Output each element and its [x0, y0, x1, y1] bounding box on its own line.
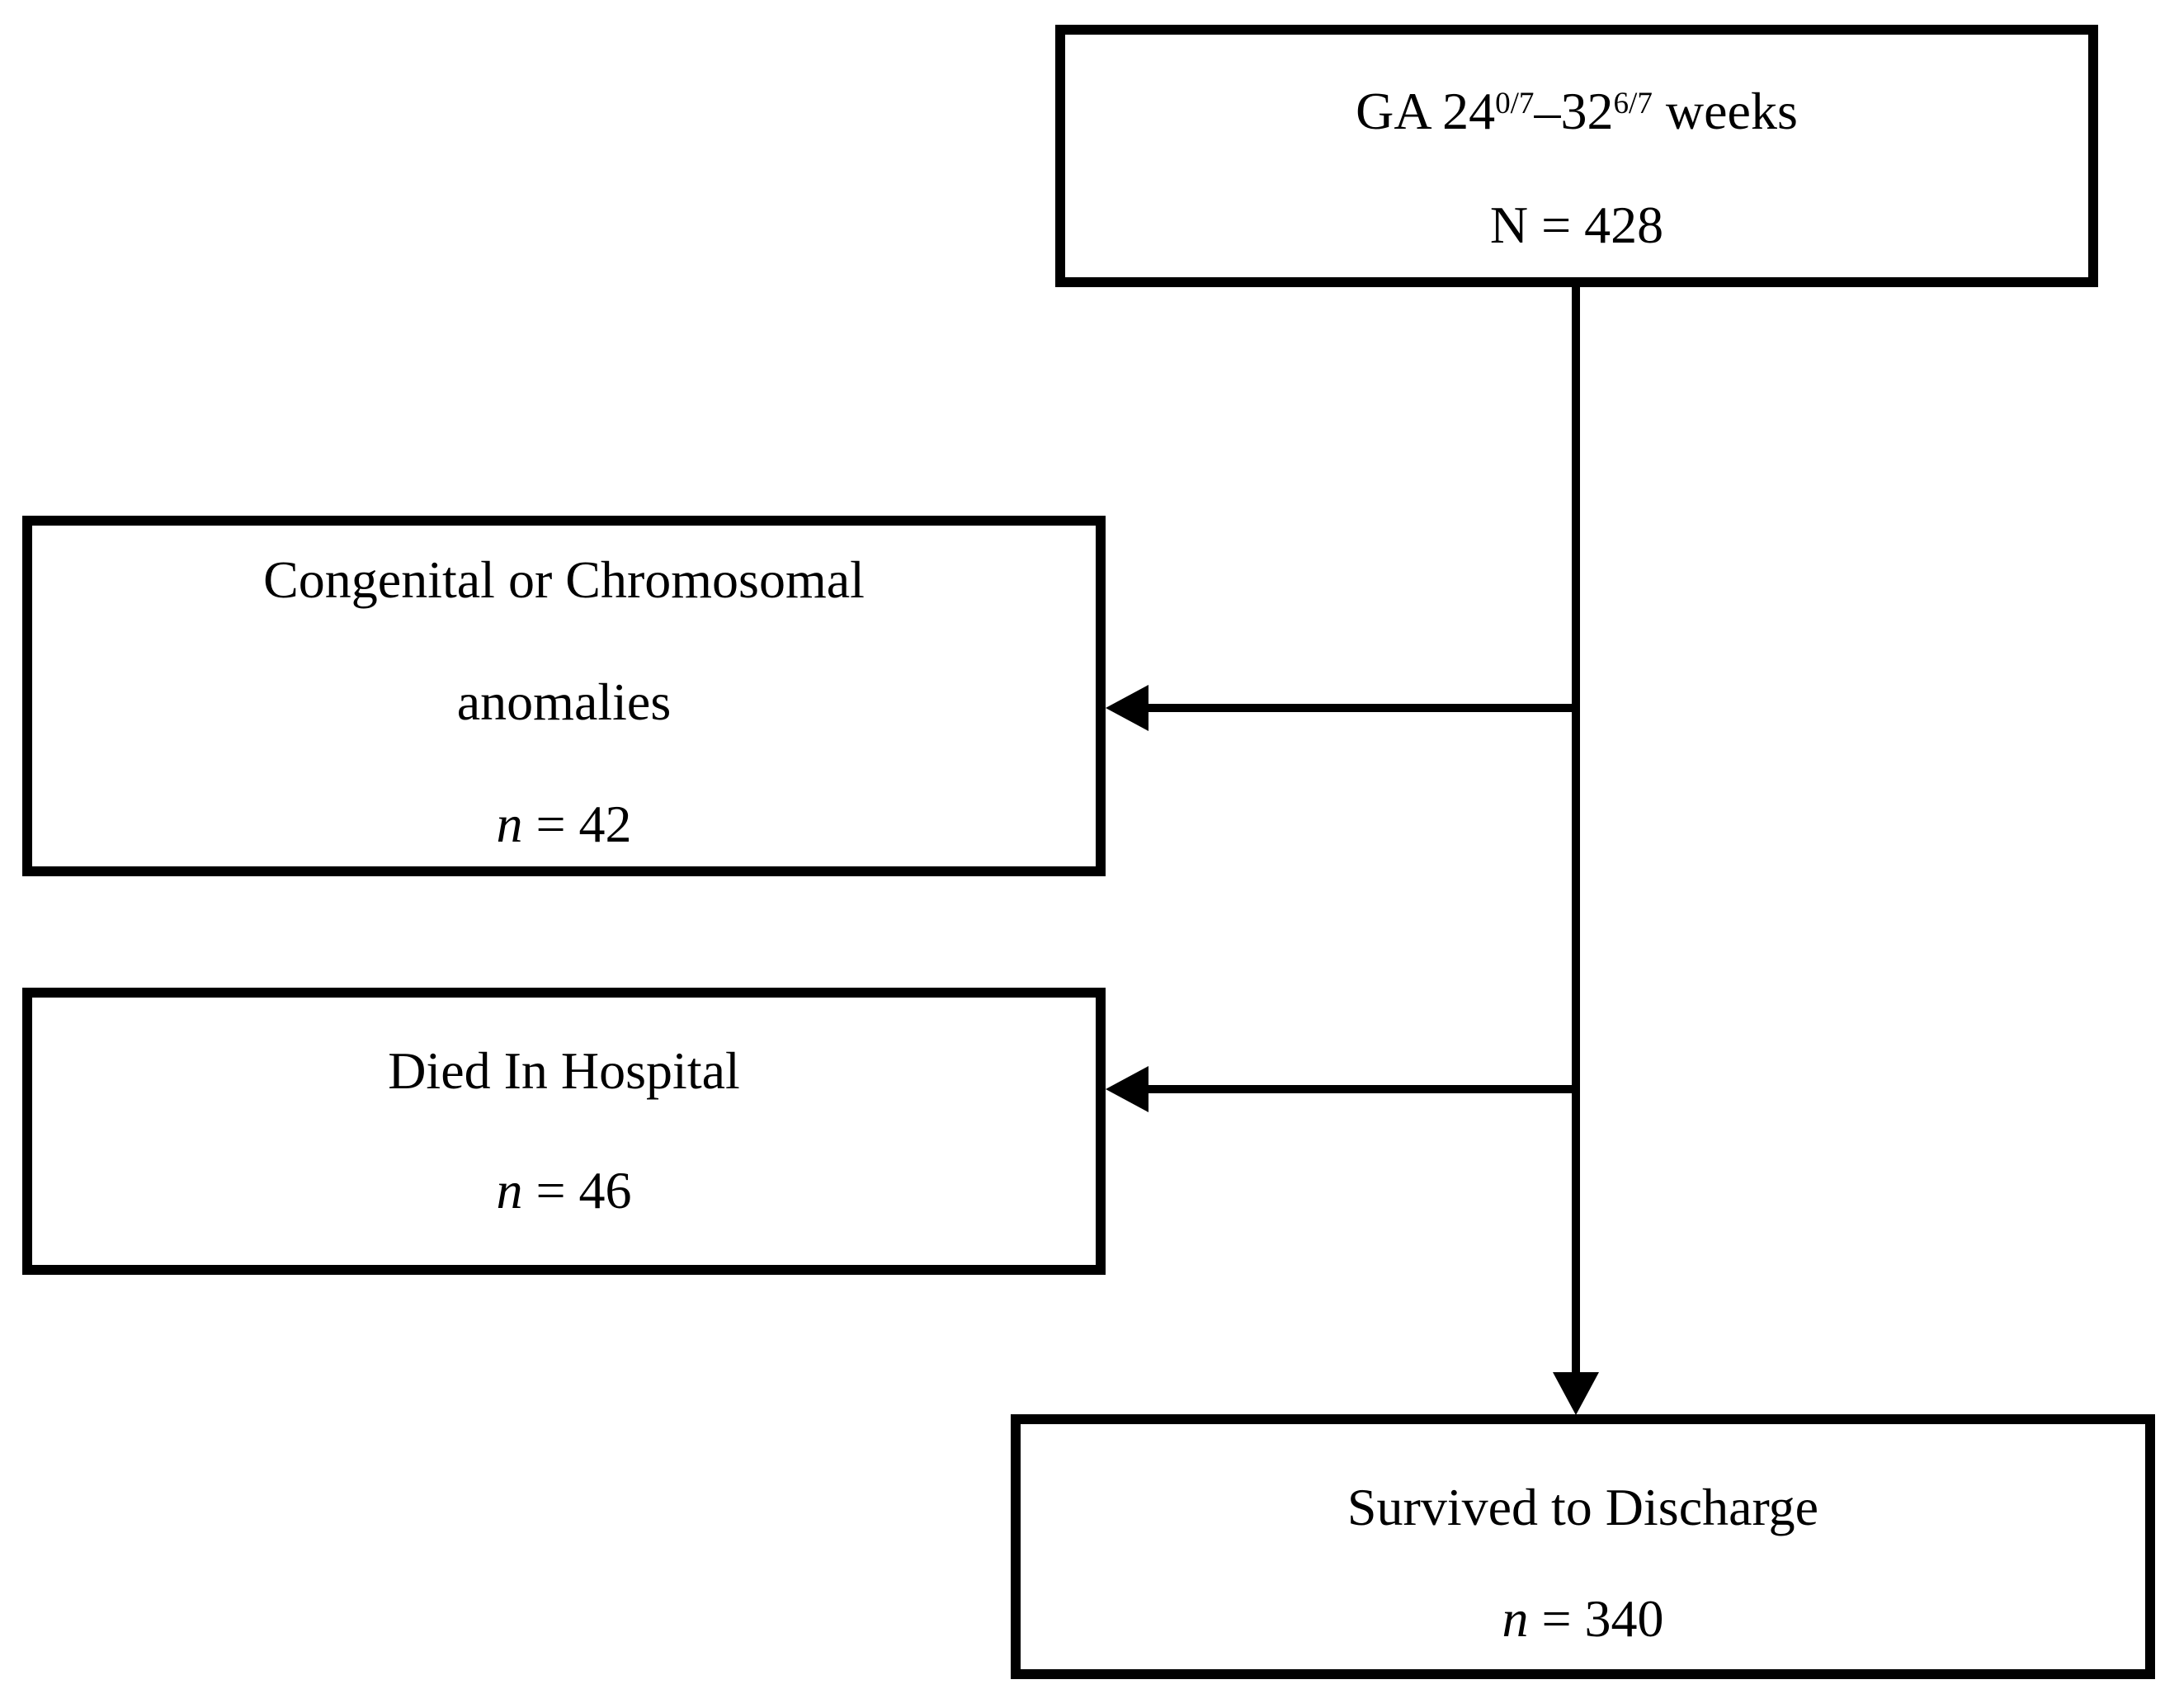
cohort-ga-prefix: GA 24 [1356, 81, 1496, 140]
cohort-ga-superscript-low: 0/7 [1495, 87, 1535, 121]
died-n-value: = 46 [522, 1161, 632, 1220]
survived-n-symbol: n [1502, 1588, 1529, 1648]
anomalies-arrowhead-left-icon [1106, 685, 1148, 731]
survived-box-title: Survived to Discharge [1347, 1477, 1819, 1536]
anomalies-box-title-line2: anomalies [456, 672, 672, 732]
anomalies-n-symbol: n [496, 794, 523, 853]
died-arrowhead-left-icon [1106, 1066, 1148, 1112]
arrowhead-down-icon [1553, 1372, 1599, 1415]
cohort-ga-suffix: weeks [1652, 81, 1798, 140]
survived-box-count: n = 340 [1502, 1588, 1663, 1651]
anomalies-box-count: n = 42 [496, 793, 631, 856]
anomalies-box-title-line1: Congenital or Chromosomal [263, 550, 865, 610]
cohort-ga-dash: – [1534, 81, 1561, 140]
cohort-box-title: GA 240/7–326/7 weeks [1356, 80, 1798, 144]
main-flow-line [1572, 287, 1580, 1374]
survived-n-value: = 340 [1528, 1588, 1664, 1648]
survived-outcome-box: Survived to Discharge n = 340 [1011, 1414, 2155, 1679]
anomalies-arrow-line [1147, 704, 1580, 712]
died-box-count: n = 46 [496, 1159, 631, 1223]
cohort-box-count: N = 428 [1489, 195, 1664, 254]
died-arrow-line [1147, 1085, 1580, 1093]
anomalies-n-value: = 42 [522, 794, 632, 853]
cohort-ga-mid: 32 [1560, 81, 1614, 140]
died-box-title: Died In Hospital [388, 1041, 740, 1101]
died-exclusion-box: Died In Hospital n = 46 [22, 988, 1106, 1275]
cohort-ga-superscript-high: 6/7 [1613, 87, 1653, 121]
died-n-symbol: n [496, 1161, 523, 1220]
cohort-box: GA 240/7–326/7 weeks N = 428 [1055, 25, 2098, 287]
anomalies-exclusion-box: Congenital or Chromosomal anomalies n = … [22, 516, 1106, 876]
